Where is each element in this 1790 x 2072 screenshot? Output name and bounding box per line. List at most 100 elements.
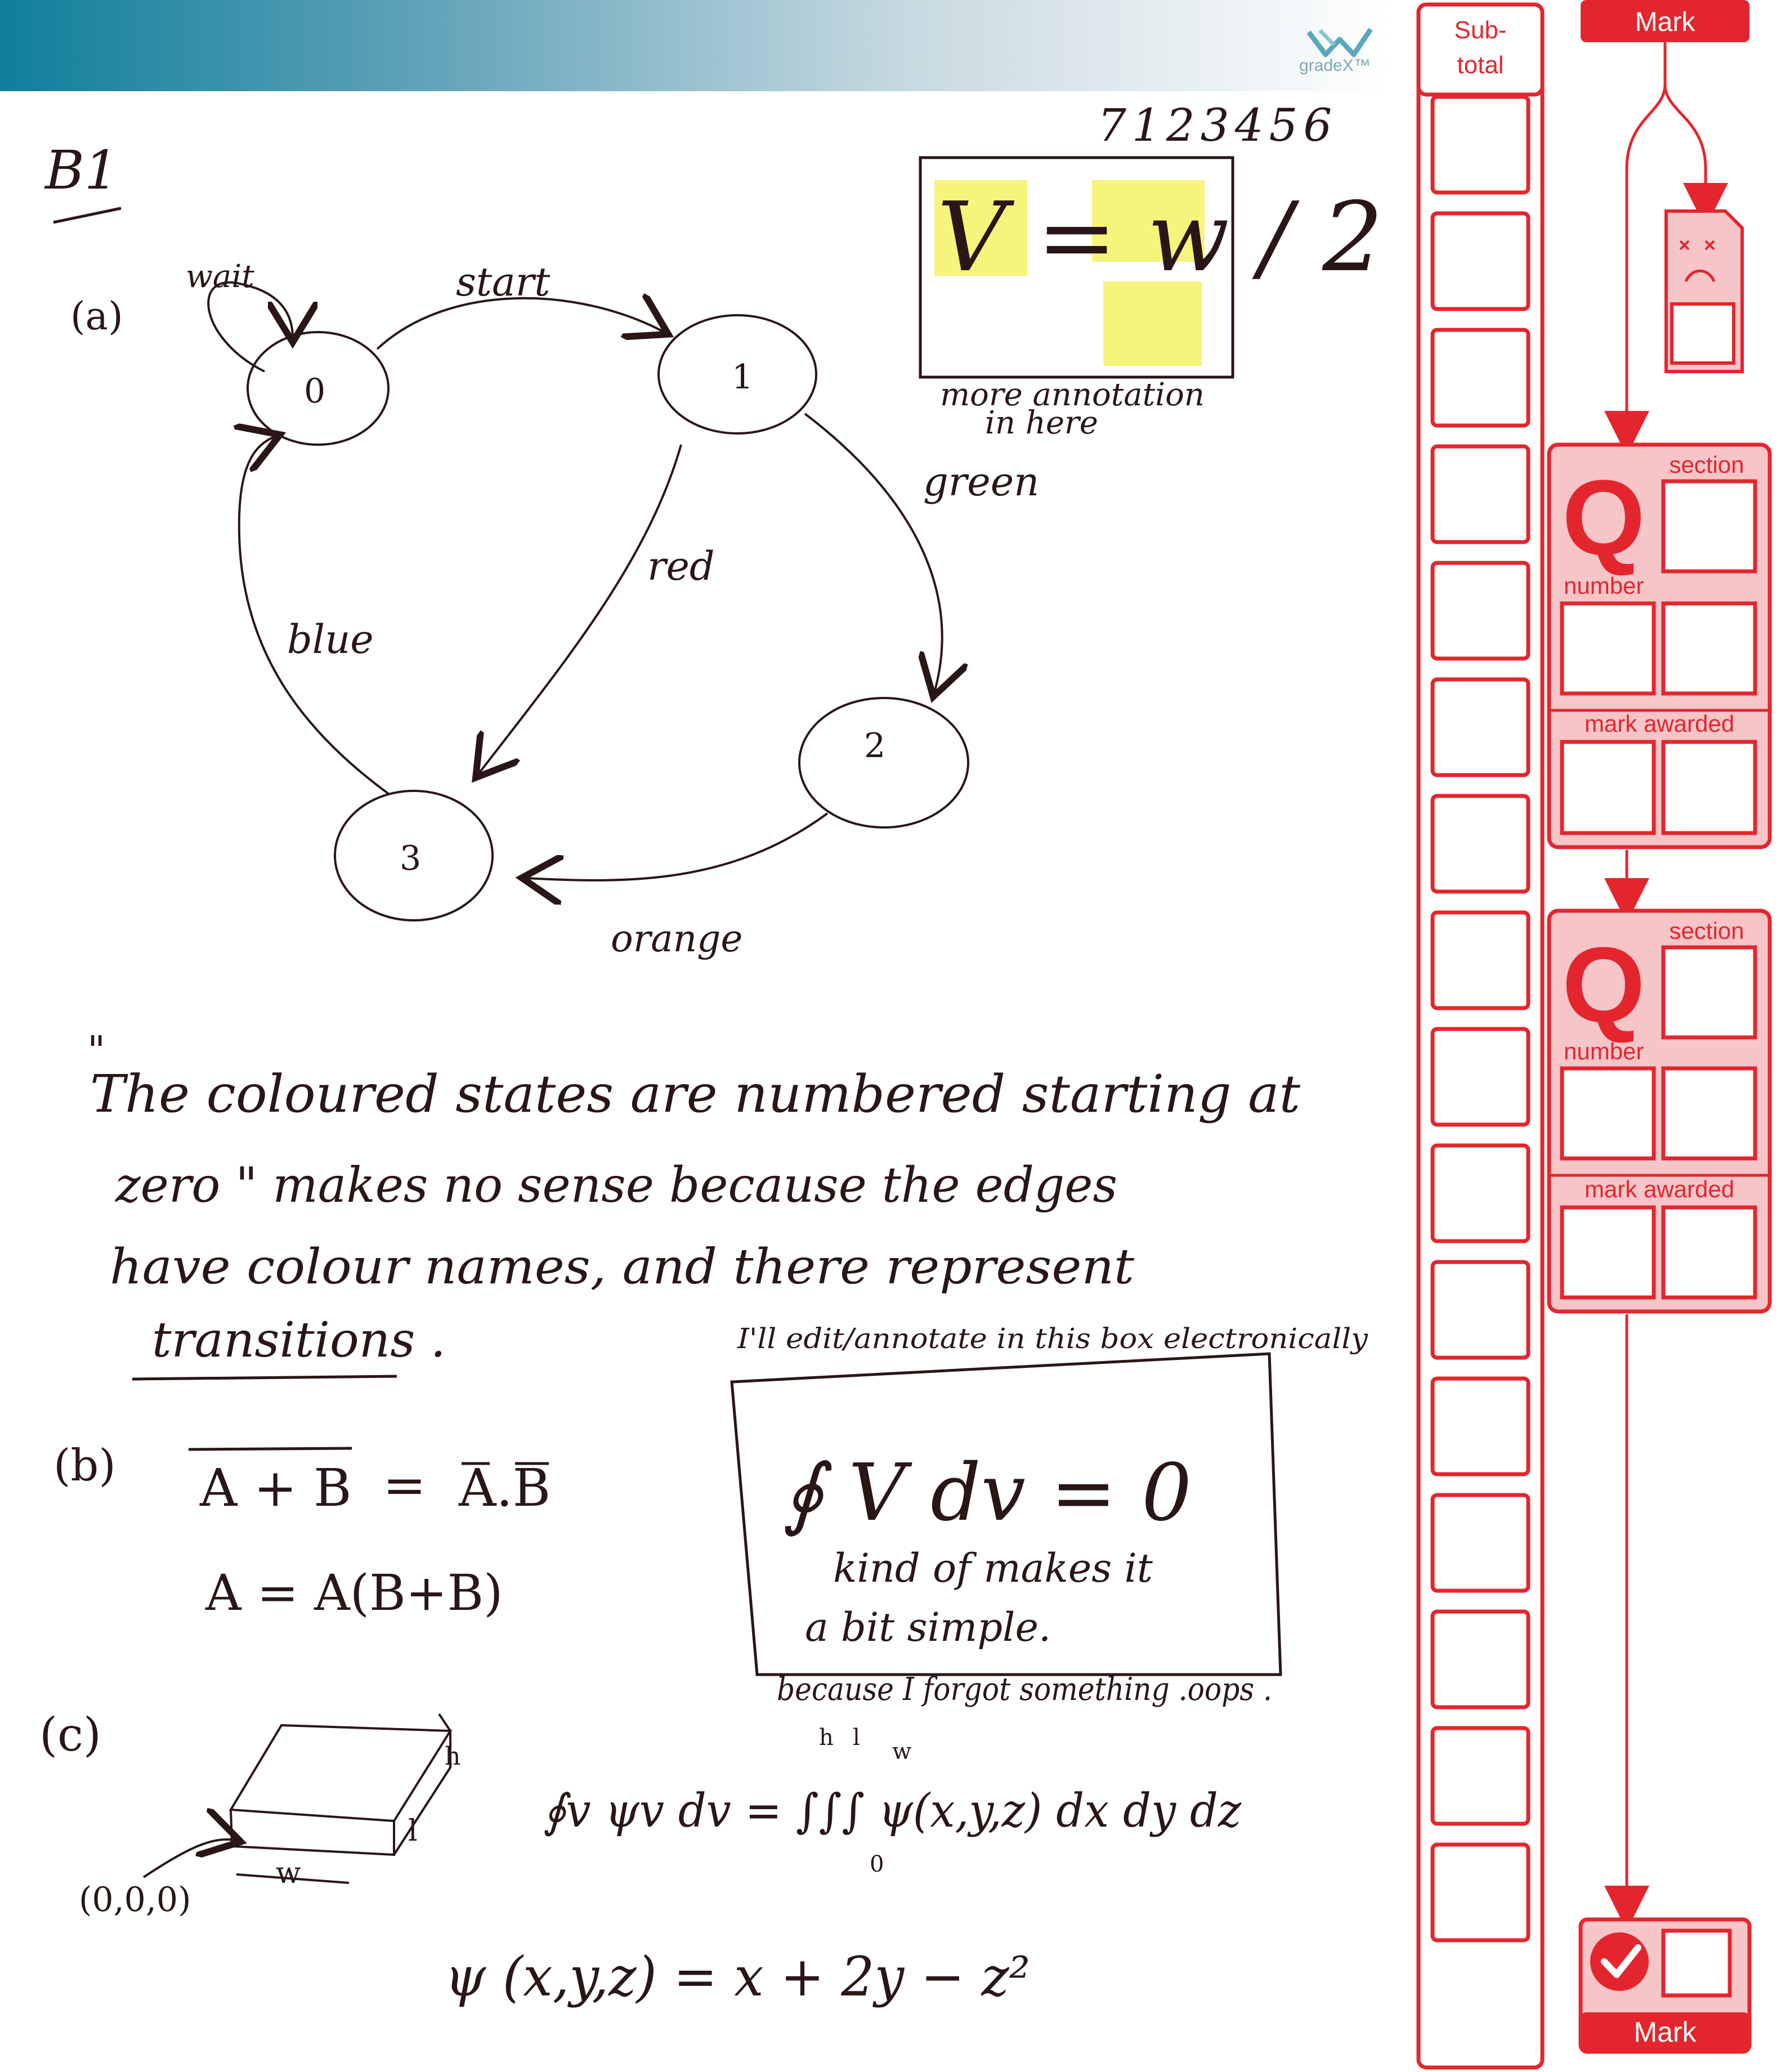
mark-top-button[interactable] (1581, 0, 1749, 42)
subtotal-box[interactable] (1430, 1260, 1531, 1360)
number-box-2b (1661, 1066, 1757, 1161)
subtotal-box[interactable] (1430, 1609, 1531, 1709)
edge-start (376, 298, 664, 350)
question-label: B1 (44, 140, 118, 202)
subtotal-box[interactable] (1430, 1726, 1531, 1826)
part-c-limit-h: h (819, 1725, 834, 1751)
state-1-circle (657, 314, 817, 435)
student-id: 7123456 (1098, 99, 1337, 151)
annotation-box-1 (919, 156, 1234, 379)
subtotal-header (1416, 2, 1545, 97)
edge-label-green: green (923, 459, 1039, 505)
number-box-1a (1560, 601, 1656, 696)
section-box-1 (1661, 479, 1757, 574)
annotation-box-2-formula: ∮ V dv = 0 (782, 1447, 1192, 1539)
handwritten-answer-sheet: 7123456 B1 (a) 0 1 2 3 wait start green … (39, 99, 1383, 2008)
part-c-dim-l: l (408, 1814, 418, 1848)
check-icon (1590, 1932, 1649, 1991)
subtotal-box[interactable] (1430, 1493, 1531, 1593)
number-label-1: number (1564, 572, 1644, 599)
part-b-eq1-equals: = (383, 1455, 426, 1515)
box-sketch (142, 1713, 453, 1884)
subtotal-box[interactable] (1430, 794, 1531, 894)
mark-awarded-label-1: mark awarded (1585, 710, 1734, 737)
highlight-2 (1103, 281, 1202, 366)
subtotal-box[interactable] (1430, 444, 1531, 544)
part-c-integral-eq: ∮v ψv dv = ∫∫∫ ψ(x,y,z) dx dy dz (543, 1784, 1242, 1838)
edge-green (804, 413, 942, 692)
annotation-box-1-caption-1: more annotation (940, 377, 1205, 413)
part-c-limit-zero: 0 (870, 1851, 884, 1877)
subtotal-box[interactable] (1430, 1027, 1531, 1127)
annotation-box-2-note-2: a bit simple. (805, 1604, 1051, 1650)
subtotal-box[interactable] (1430, 1842, 1531, 1943)
part-c-dim-h: h (445, 1742, 460, 1771)
part-b-label: (b) (53, 1440, 116, 1491)
part-b-eq2: A = A(B+B) (205, 1564, 503, 1622)
subtotal-box[interactable] (1430, 1376, 1531, 1476)
mark-awarded-box-1b (1661, 740, 1757, 835)
state-1-label: 1 (732, 357, 753, 397)
question-panel-1[interactable]: Q section number mark awarded (1547, 442, 1772, 849)
answer-line-4: transitions . (152, 1312, 446, 1368)
edge-orange (526, 812, 829, 880)
state-2-label: 2 (864, 726, 885, 766)
q-letter-1: Q (1562, 458, 1645, 578)
state-3-label: 3 (400, 839, 421, 878)
state-diagram (207, 281, 969, 921)
subtotal-box[interactable] (1430, 1143, 1531, 1243)
part-c-origin: (0,0,0) (79, 1880, 191, 1919)
section-label-1: section (1669, 451, 1744, 478)
mark-top-label: Mark (1635, 7, 1696, 37)
logo-text: gradeX™ (1299, 56, 1371, 75)
annotation-box-2-header: I'll edit/annotate in this box electroni… (737, 1322, 1368, 1355)
subtotal-box[interactable] (1430, 211, 1531, 311)
mark-final-box (1661, 1928, 1732, 1998)
answer-line-1: The coloured states are numbered startin… (90, 1064, 1301, 1124)
eq1-overline-lhs (188, 1447, 352, 1451)
edge-label-blue: blue (287, 616, 374, 663)
edge-red (478, 444, 682, 774)
state-0-circle (247, 331, 390, 446)
answer-line-2: zero " makes no sense because the edges (115, 1157, 1117, 1214)
subtotal-boxes[interactable] (1430, 95, 1531, 1943)
mark-awarded-box-2a (1560, 1205, 1656, 1300)
edge-label-red: red (647, 543, 715, 589)
sad-file-icon[interactable] (1664, 209, 1744, 373)
mark-awarded-label-2: mark awarded (1585, 1176, 1734, 1202)
part-b-eq1-lhs: A + B (199, 1458, 352, 1518)
annotation-box-2-footer: because I forgot something .oops . (777, 1671, 1272, 1708)
annotation-box-2-note-1: kind of makes it (833, 1545, 1153, 1591)
part-c-dim-w: w (276, 1856, 301, 1890)
part-a-label: (a) (70, 294, 123, 339)
state-3-circle (334, 790, 494, 921)
question-panel-2[interactable]: Q section number mark awarded (1547, 909, 1772, 1314)
edge-label-start: start (456, 259, 551, 305)
number-box-2a (1560, 1066, 1656, 1161)
part-c-limit-l: l (853, 1725, 860, 1751)
subtotal-box[interactable] (1430, 910, 1531, 1010)
part-b-eq1-rhs: A.B (458, 1458, 551, 1518)
mark-awarded-box-2b (1661, 1205, 1757, 1300)
subtotal-box[interactable] (1430, 95, 1531, 195)
state-2-circle (798, 697, 969, 829)
part-c-label: (c) (39, 1708, 101, 1762)
subtotal-box[interactable] (1430, 328, 1531, 428)
highlight-w (1092, 180, 1205, 262)
q-letter-2: Q (1562, 925, 1645, 1045)
section-box-2 (1661, 945, 1757, 1040)
state-0-label: 0 (304, 372, 325, 411)
number-label-2: number (1564, 1038, 1644, 1064)
section-label-2: section (1669, 918, 1744, 944)
header-banner (0, 0, 1390, 91)
answer-line-3: have colour names, and there represent (110, 1239, 1134, 1295)
highlight-v (934, 180, 1027, 276)
part-c-psi-eq: ψ (x,y,z) = x + 2y − z² (445, 1945, 1030, 2008)
part-c-limit-w: w (892, 1739, 911, 1765)
mark-connectors (1604, 42, 1728, 1931)
edge-label-orange: orange (611, 917, 742, 960)
mark-bottom-panel[interactable]: Mark (1578, 1917, 1752, 2054)
subtotal-box[interactable] (1430, 561, 1531, 661)
subtotal-box[interactable] (1430, 677, 1531, 777)
